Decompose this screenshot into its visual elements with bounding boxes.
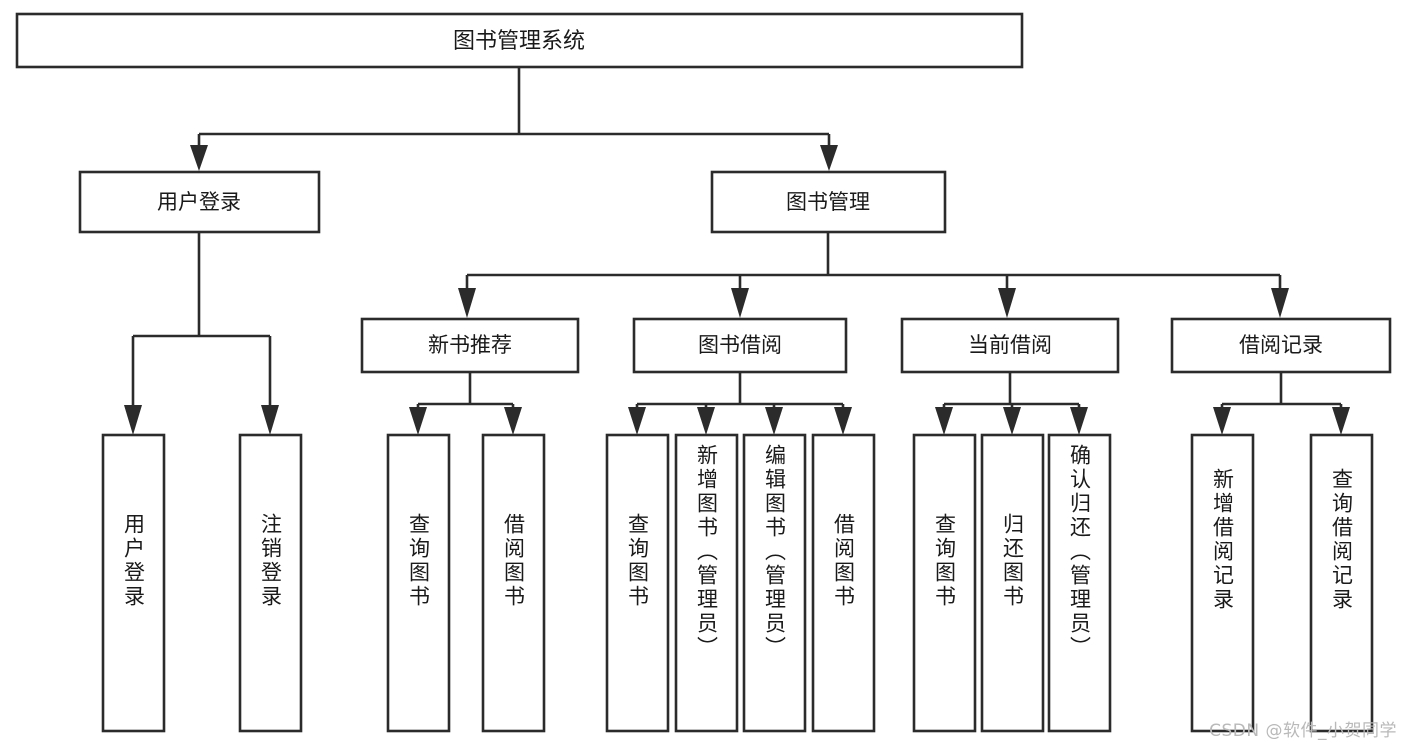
arrow-cb-3 [1070, 407, 1088, 435]
connector-new-book-leaves [409, 372, 522, 435]
arrow-bb-2 [697, 407, 715, 435]
arrow-leaf-user-login [124, 405, 142, 435]
arrow-new-book [458, 288, 476, 318]
leaf-box-bb-add[interactable] [674, 433, 739, 733]
new-book-recommend-box[interactable] [360, 317, 580, 374]
arrow-current-borrow [998, 288, 1016, 318]
leaf-box-user-login[interactable] [101, 433, 166, 733]
borrow-record-box[interactable] [1170, 317, 1392, 374]
node-current-borrow[interactable]: 当前借阅 [900, 317, 1120, 374]
arrow-cb-1 [935, 407, 953, 435]
leaf-box-bb-borrow[interactable] [811, 433, 876, 733]
node-new-book-recommend[interactable]: 新书推荐 [360, 317, 580, 374]
leaf-box-bb-edit[interactable] [742, 433, 807, 733]
connector-root-to-level2 [190, 67, 838, 171]
current-borrow-box[interactable] [900, 317, 1120, 374]
connector-book-manage-level3 [458, 232, 1289, 318]
book-borrow-box[interactable] [632, 317, 848, 374]
arrow-book-manage [820, 145, 838, 171]
arrow-borrow-record [1271, 288, 1289, 318]
book-manage-label: 图书管理 [786, 190, 870, 214]
node-book-borrow[interactable]: 图书借阅 [632, 317, 848, 374]
leaf-box-bb-query[interactable] [605, 433, 670, 733]
arrow-bb-4 [834, 407, 852, 435]
leaf-box-nb-query[interactable] [386, 433, 451, 733]
book-borrow-label: 图书借阅 [698, 333, 782, 357]
node-book-manage[interactable]: 图书管理 [710, 170, 947, 234]
connector-current-borrow-leaves [935, 372, 1088, 435]
arrow-leaf-logout [261, 405, 279, 435]
leaf-box-br-query[interactable] [1309, 433, 1374, 733]
root-label: 图书管理系统 [453, 29, 585, 54]
node-user-login[interactable]: 用户登录 [78, 170, 321, 234]
arrow-bb-1 [628, 407, 646, 435]
arrow-nb-1 [409, 407, 427, 435]
connector-user-login-leaves [124, 232, 279, 435]
leaf-box-cb-return[interactable] [980, 433, 1045, 733]
node-root[interactable]: 图书管理系统 [15, 12, 1024, 69]
borrow-record-label: 借阅记录 [1239, 333, 1323, 357]
new-book-recommend-label: 新书推荐 [428, 333, 512, 357]
arrow-br-1 [1213, 407, 1231, 435]
leaf-box-cb-query[interactable] [912, 433, 977, 733]
arrow-cb-2 [1003, 407, 1021, 435]
arrow-user-login [190, 145, 208, 171]
current-borrow-label: 当前借阅 [968, 333, 1052, 357]
arrow-book-borrow [731, 288, 749, 318]
watermark-text: CSDN @软件_小贺同学 [1209, 721, 1397, 741]
leaf-box-br-add[interactable] [1190, 433, 1255, 733]
arrow-bb-3 [765, 407, 783, 435]
arrow-br-2 [1332, 407, 1350, 435]
user-login-label: 用户登录 [157, 190, 241, 214]
connector-book-borrow-leaves [628, 372, 852, 435]
book-manage-box[interactable] [710, 170, 947, 234]
node-borrow-record[interactable]: 借阅记录 [1170, 317, 1392, 374]
leaf-box-logout[interactable] [238, 433, 303, 733]
leaf-box-nb-borrow[interactable] [481, 433, 546, 733]
root-box[interactable] [15, 12, 1024, 69]
arrow-nb-2 [504, 407, 522, 435]
connector-borrow-record-leaves [1213, 372, 1350, 435]
leaf-box-cb-confirm[interactable] [1047, 433, 1112, 733]
